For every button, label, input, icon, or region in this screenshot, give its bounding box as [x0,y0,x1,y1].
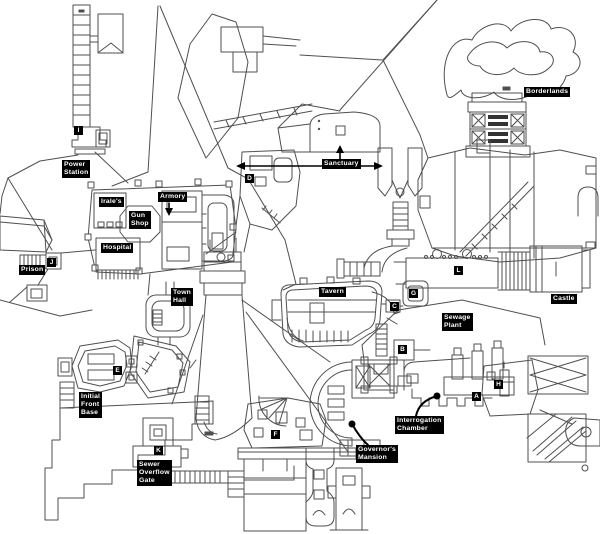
initial-base-hall [57,339,133,393]
junction-structure [125,335,197,399]
mansion-structure [309,359,395,531]
north-buildings [220,26,301,73]
label-line: Gate [139,477,155,484]
label-interrogation-chamber: Interrogation Chamber [395,416,444,434]
label-line: Station [64,169,89,176]
label-line: Irale's [101,198,122,205]
f-hall [237,395,357,532]
label-line: Sewage [444,314,471,321]
sanctuary-annex [239,149,301,231]
label-gun-shop: Gun Shop [129,211,151,229]
label-line: Sanctuary [324,160,359,167]
label-line: Tavern [321,288,344,295]
label-sanctuary: Sanctuary [322,159,361,169]
label-armory: Armory [158,192,188,202]
label-line: Governor's [358,446,396,453]
label-line: Base [81,409,99,416]
label-hospital: Hospital [101,243,134,253]
label-initial-front-base: Initial Front Base [79,392,103,418]
marker-b: B [398,345,407,354]
label-tavern: Tavern [319,287,346,297]
sewage-structure [361,299,589,463]
label-line: Prison [21,266,44,273]
castle-structure [393,241,596,293]
marker-d: D [245,174,254,183]
town-hall-structure [145,273,191,346]
label-line: Mansion [358,454,387,461]
marker-e: E [113,366,122,375]
label-line: Borderlands [526,88,569,95]
east-fort [417,139,599,263]
label-sewage-plant: Sewage Plant [442,313,473,331]
label-castle: Castle [551,294,577,304]
label-line: Sewer [139,461,161,468]
marker-a: A [472,392,481,401]
marker-c: C [390,302,399,311]
town-buildings [84,178,237,280]
marker-f: F [271,430,280,439]
base-platform [44,381,214,521]
west-warehouse [0,215,53,253]
label-line: Plant [444,322,462,329]
cg-rooms [375,280,429,357]
label-line: Hall [173,297,187,304]
label-line: Town [173,289,192,296]
label-sewer-overflow-gate: Sewer Overflow Gate [137,460,172,486]
southeast-pods [539,409,600,472]
label-line: Castle [553,295,575,302]
marker-j: J [47,258,56,267]
label-line: Hospital [103,244,132,251]
label-irales: Irale's [99,197,124,207]
label-borderlands: Borderlands [524,87,571,97]
label-line: Gun [131,212,146,219]
label-line: Shop [131,220,149,227]
label-line: Overflow [139,469,170,476]
marker-i: I [74,126,83,135]
pointer-arrows [165,145,383,216]
label-line: Interrogation [397,417,442,424]
borderlands-structure [443,19,581,158]
terrain-lines-center [111,5,297,285]
tavern-structure [271,276,395,348]
label-prison: Prison [19,265,46,275]
label-line: Chamber [397,425,428,432]
marker-l: L [454,266,463,275]
misc-lines [235,134,429,361]
prison-structure [9,249,96,303]
label-line: Initial [81,393,101,400]
label-pointers [348,392,441,446]
sanctuary-structure [277,0,438,153]
label-line: Front [81,401,100,408]
label-town-hall: Town Hall [171,288,194,306]
label-line: Armory [160,193,186,200]
marker-k: K [154,446,163,455]
label-power-station: Power Station [62,160,91,178]
marker-g: G [409,289,418,298]
marker-h: H [494,380,503,389]
label-governors-mansion: Governor's Mansion [356,445,398,463]
fork-structure [336,147,423,279]
bridge-band [213,103,313,130]
label-line: Power [64,161,86,168]
